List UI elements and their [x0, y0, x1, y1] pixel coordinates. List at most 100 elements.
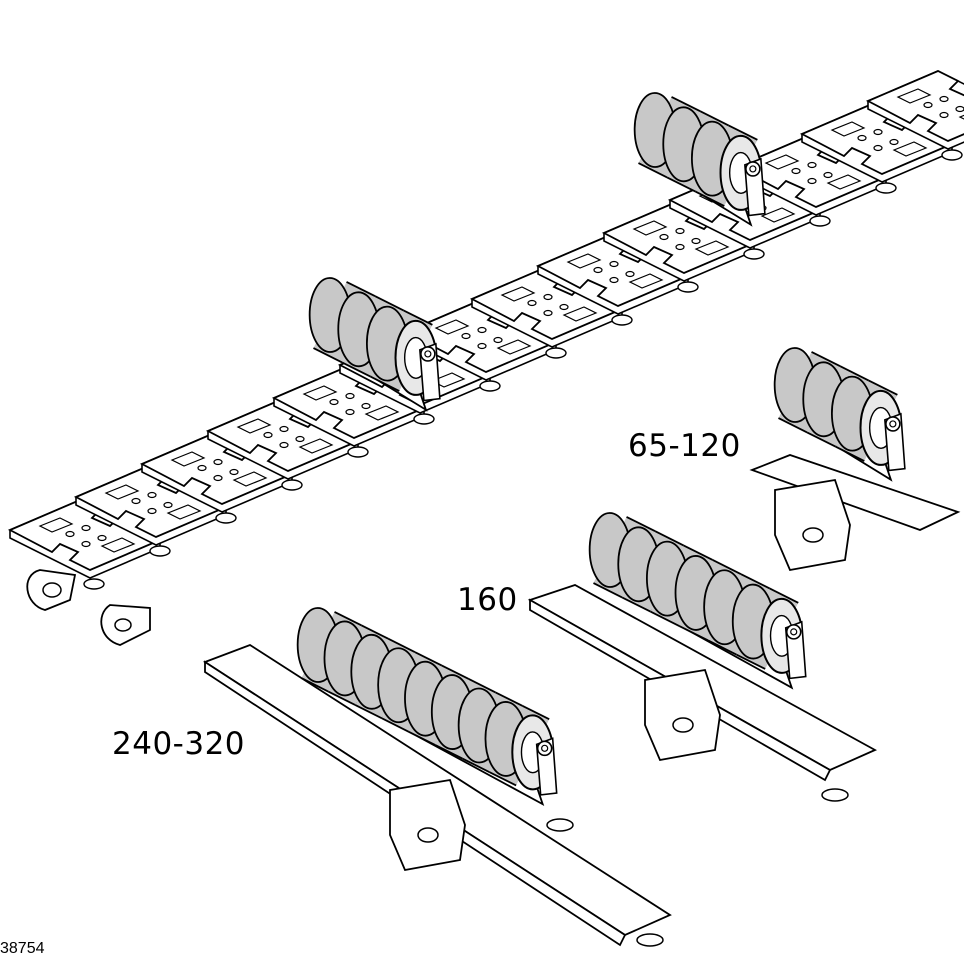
roller-outline [435, 744, 463, 760]
plate-slot [496, 339, 532, 355]
plate-slot [632, 220, 668, 236]
plate-foot [479, 380, 501, 392]
plate-hole [81, 540, 91, 548]
plate-hole [857, 134, 867, 142]
roller-outline [683, 544, 713, 561]
roller-outline [811, 351, 841, 368]
plate-hole [97, 534, 107, 542]
roller-outline [839, 365, 870, 382]
plate-hole [229, 468, 239, 476]
plate-foot [611, 314, 633, 326]
plate-foot [413, 413, 435, 425]
roller-outline [740, 573, 771, 590]
roller-outline [313, 347, 343, 364]
roller-outline [346, 281, 376, 298]
roller-outline [806, 431, 837, 448]
plate-hole [807, 161, 817, 169]
small-plate-top [749, 454, 961, 531]
plate-slot [830, 121, 866, 137]
label-size-240-320: 240-320 [112, 726, 246, 762]
axle-bolt-center [889, 420, 897, 428]
plate-slot [430, 372, 466, 388]
plate-hole [691, 237, 701, 245]
plate-foot [941, 149, 963, 161]
roller-outline [403, 309, 433, 326]
support-foot [546, 818, 574, 832]
plate-slot [302, 385, 338, 401]
plate-hole [345, 408, 355, 416]
roller-outline [707, 639, 737, 656]
roller-outline [381, 717, 410, 733]
plate-slot [166, 504, 202, 520]
plate-hole [213, 458, 223, 466]
roller-outline [488, 771, 517, 787]
roller-outline [408, 730, 437, 746]
plate-hole [329, 398, 339, 406]
roller-outline [699, 110, 730, 127]
axle-bolt-center [790, 628, 798, 636]
plate-hole [493, 336, 503, 344]
axle-bolt-center [541, 744, 549, 752]
plate-foot [281, 479, 303, 491]
roller-outline [695, 190, 725, 207]
plate-hole [163, 501, 173, 509]
plate-slot [760, 207, 796, 223]
plate-slot [500, 286, 536, 302]
plate-hole [213, 474, 223, 482]
hinge-block [644, 668, 721, 762]
plate-foot [809, 215, 831, 227]
roller-outline [341, 361, 372, 378]
plate-hole [955, 105, 964, 113]
plate-hole [791, 167, 801, 175]
support-foot [821, 788, 849, 802]
plate-slot [232, 471, 268, 487]
label-size-160: 160 [457, 582, 518, 618]
plate-slot [896, 88, 932, 104]
roller-module-240-320 [296, 607, 558, 807]
roller-outline [334, 611, 362, 627]
roller-outline [387, 637, 416, 653]
plate-hole [609, 260, 619, 268]
plate-foot [149, 545, 171, 557]
plate-foot [875, 182, 897, 194]
plate-hole [543, 293, 553, 301]
hinge-block [774, 478, 851, 572]
roller-outline [712, 559, 742, 575]
plate-slot [298, 438, 334, 454]
plate-foot [83, 578, 105, 590]
plate-hole [147, 507, 157, 515]
plate-hole [625, 270, 635, 278]
plate-slot [826, 174, 862, 190]
plate-hole [295, 435, 305, 443]
plate-hole [675, 227, 685, 235]
plate-hole [65, 530, 75, 538]
plate-hole [81, 524, 91, 532]
plate-foot [743, 248, 765, 260]
roller-outline [441, 664, 470, 680]
roller-outline [638, 162, 668, 179]
roller-outline [374, 295, 405, 312]
chain-plate [865, 70, 964, 161]
roller-outline [621, 596, 652, 613]
block-hole [672, 717, 694, 733]
plate-slot [38, 517, 74, 533]
plate-hole [477, 342, 487, 350]
roller-outline [593, 582, 623, 599]
plate-slot [100, 537, 136, 553]
plate-hole [543, 309, 553, 317]
plate-hole [361, 402, 371, 410]
plate-hole [263, 431, 273, 439]
plate-hole [609, 276, 619, 284]
plate-slot [562, 306, 598, 322]
hinge-hole [114, 618, 132, 632]
support-foot [636, 933, 664, 947]
roller-module-65-120 [773, 347, 906, 482]
roller-outline [654, 530, 685, 547]
roller-outline [626, 516, 656, 533]
plate-foot [677, 281, 699, 293]
plate-hole [659, 233, 669, 241]
roller-module-chain-1 [308, 277, 441, 412]
plate-hole [939, 111, 949, 119]
plate-foot [545, 347, 567, 359]
